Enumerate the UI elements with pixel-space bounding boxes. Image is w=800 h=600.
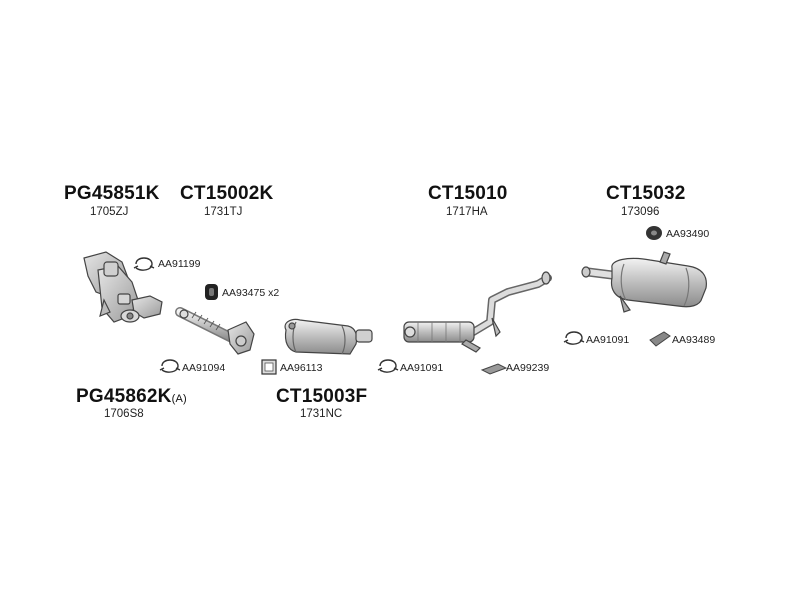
- rubber-ring-icon: [646, 226, 662, 240]
- rubber-mount-icon: [205, 284, 218, 300]
- assembly-code: CT15003F: [276, 386, 368, 407]
- part-label: AA91094: [182, 362, 226, 374]
- part-label: AA91199: [158, 258, 201, 270]
- clamp-icon: [159, 359, 181, 373]
- assembly-code: CT15002K: [180, 183, 274, 204]
- part-label: AA91091: [586, 334, 630, 346]
- intermediate-pipe-icon: [403, 271, 552, 353]
- hanger-icon: [649, 331, 671, 347]
- assembly-code: CT15010: [428, 183, 508, 204]
- particulate-filter-icon: [284, 318, 373, 355]
- part-label: AA99239: [506, 362, 550, 374]
- part-label: AA93490: [666, 228, 710, 240]
- assembly-ref: 1706S8: [104, 408, 144, 420]
- clamp-icon: [563, 331, 585, 345]
- assembly-ref: 173096: [621, 206, 660, 218]
- clamp-icon: [377, 359, 399, 373]
- assembly-ref: 1717HA: [446, 206, 488, 218]
- assembly-code: CT15032: [606, 183, 686, 204]
- manifold-catalyst-icon: [83, 251, 163, 323]
- assembly-code: PG45851K: [64, 183, 160, 204]
- clamp-icon: [133, 257, 155, 271]
- hanger-icon: [480, 363, 508, 375]
- assembly-code-suffix: (A): [171, 393, 187, 405]
- assembly-ref: 1731NC: [300, 408, 343, 420]
- rear-silencer-icon: [581, 251, 707, 313]
- assembly-ref: 1731TJ: [204, 206, 243, 218]
- assembly-code-text: PG45862K: [76, 386, 172, 407]
- assembly-ref: 1705ZJ: [90, 206, 129, 218]
- assembly-code: PG45862K(A): [76, 386, 187, 408]
- part-label: AA91091: [400, 362, 444, 374]
- part-label: AA93475 x2: [222, 287, 280, 299]
- part-label: AA93489: [672, 334, 716, 346]
- flex-pipe-icon: [175, 307, 255, 355]
- part-label: AA96113: [280, 362, 323, 374]
- gasket-icon: [261, 359, 277, 375]
